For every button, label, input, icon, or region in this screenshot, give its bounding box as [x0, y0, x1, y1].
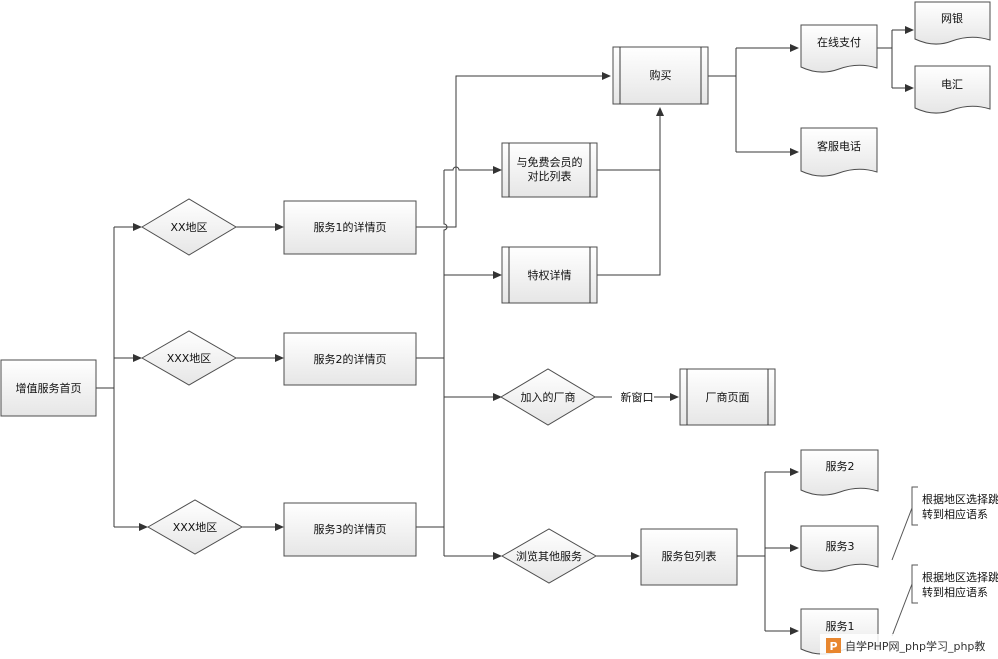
- edge-privilege-buy: [597, 107, 664, 276]
- node-package-list-label: 服务包列表: [662, 549, 717, 563]
- edge-bus-compare: [444, 166, 502, 174]
- node-detail2-label: 服务2的详情页: [314, 352, 387, 366]
- node-svc3[interactable]: 服务3: [800, 525, 879, 572]
- node-vendor-page[interactable]: 厂商页面: [679, 368, 776, 426]
- node-browse-other[interactable]: 浏览其他服务: [500, 528, 598, 584]
- node-wire[interactable]: 电汇: [914, 65, 991, 114]
- edge-label-new-window: 新窗口: [621, 390, 654, 404]
- node-svc1-label: 服务1: [826, 620, 855, 633]
- annotation-2-line-2: 转到相应语系: [922, 585, 988, 599]
- node-detail3[interactable]: 服务3的详情页: [283, 502, 417, 557]
- node-browse-other-label: 浏览其他服务: [516, 549, 582, 563]
- node-wire-label: 电汇: [941, 78, 963, 91]
- edge-bus-vertical: [443, 170, 448, 556]
- watermark-text: 自学PHP网_php学习_php教: [845, 639, 985, 653]
- node-region3-label: XXX地区: [173, 521, 218, 534]
- node-customer-phone-label: 客服电话: [817, 139, 861, 153]
- node-detail3-label: 服务3的详情页: [314, 522, 387, 536]
- node-home[interactable]: 增值服务首页: [0, 359, 97, 417]
- node-customer-phone[interactable]: 客服电话: [800, 127, 878, 177]
- node-detail2[interactable]: 服务2的详情页: [283, 332, 417, 386]
- node-region2-label: XXX地区: [167, 352, 212, 365]
- annotation-1-line-1: 根据地区选择跳: [922, 492, 998, 506]
- connectors: [96, 26, 914, 637]
- node-compare-label-1: 与免费会员的: [517, 155, 583, 169]
- node-joined-vendor-label: 加入的厂商: [521, 390, 576, 404]
- node-netbank[interactable]: 网银: [914, 1, 991, 45]
- watermark-logo-icon: [826, 638, 841, 653]
- node-privilege-label: 特权详情: [528, 268, 572, 282]
- node-buy[interactable]: 购买: [612, 46, 709, 105]
- node-detail1-label: 服务1的详情页: [314, 220, 387, 234]
- node-compare[interactable]: 与免费会员的 对比列表: [501, 142, 598, 198]
- node-netbank-label: 网银: [941, 11, 963, 25]
- annotation-2-line-1: 根据地区选择跳: [922, 570, 998, 584]
- node-buy-label: 购买: [650, 68, 672, 82]
- annotation-1-line-2: 转到相应语系: [922, 507, 988, 521]
- node-online-pay-label: 在线支付: [817, 35, 861, 49]
- node-svc3-label: 服务3: [826, 540, 855, 553]
- annotation-leader-2: [891, 583, 913, 637]
- node-svc2[interactable]: 服务2: [800, 449, 879, 496]
- node-privilege[interactable]: 特权详情: [501, 246, 598, 304]
- watermark: P 自学PHP网_php学习_php教: [820, 634, 998, 659]
- node-svc2-label: 服务2: [826, 460, 855, 473]
- node-region1-label: XX地区: [170, 221, 207, 234]
- node-region1[interactable]: XX地区: [141, 198, 237, 256]
- annotation-leader-1: [891, 507, 913, 561]
- node-home-label: 增值服务首页: [16, 381, 82, 395]
- annotation-2: 根据地区选择跳 转到相应语系: [911, 564, 998, 604]
- watermark-logo-letter: P: [829, 640, 837, 653]
- node-online-pay[interactable]: 在线支付: [800, 24, 878, 73]
- node-detail1[interactable]: 服务1的详情页: [283, 200, 417, 255]
- node-joined-vendor[interactable]: 加入的厂商: [500, 368, 596, 426]
- node-region3[interactable]: XXX地区: [146, 499, 244, 555]
- annotation-1: 根据地区选择跳 转到相应语系: [911, 486, 998, 526]
- node-region2[interactable]: XXX地区: [140, 330, 238, 386]
- node-compare-label-2: 对比列表: [528, 169, 572, 183]
- node-vendor-page-label: 厂商页面: [706, 390, 750, 404]
- node-package-list[interactable]: 服务包列表: [640, 528, 738, 586]
